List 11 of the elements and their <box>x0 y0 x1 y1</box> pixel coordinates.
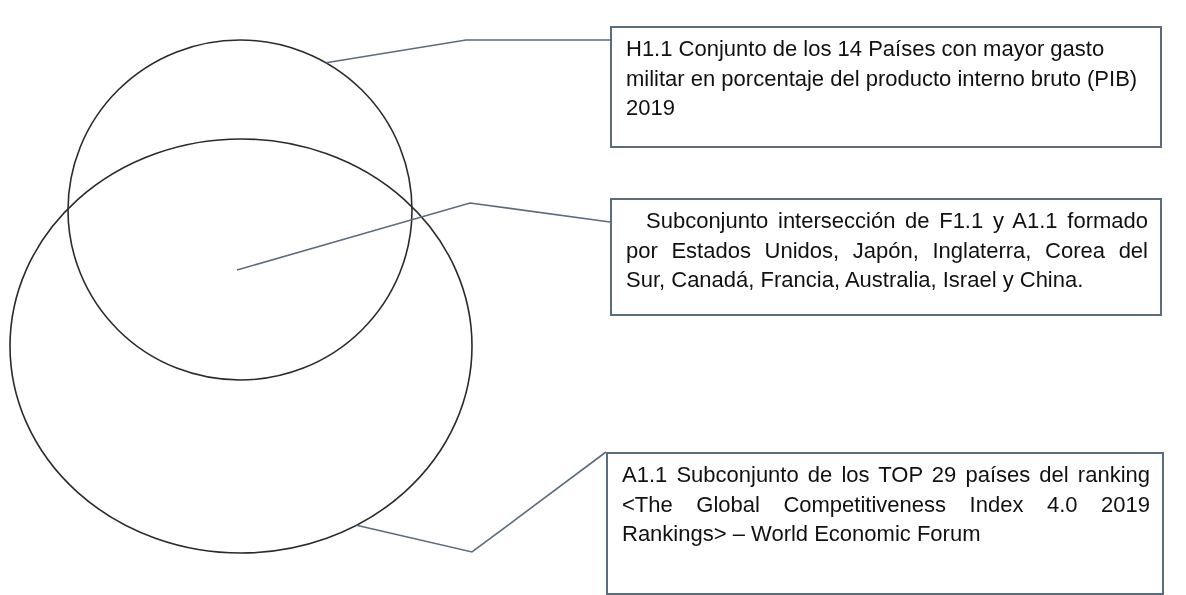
text-box <box>610 26 1162 148</box>
text-box <box>610 198 1162 316</box>
text-box <box>606 452 1164 595</box>
leader-line <box>236 202 611 271</box>
set-circle <box>9 138 473 554</box>
set-circle <box>67 39 413 381</box>
leader-line <box>355 451 607 553</box>
description-text: H1.1 Conjunto de los 14 Países con mayor gasto militar en porcentaje del producto interno bruto (PIB) 2019 <box>626 35 1139 122</box>
description-text: Subconjunto intersección de F1.1 y A1.1 formado por Estados Unidos, Japón, Inglaterra, Corea del Sur, Canadá, Francia, Australia, Israel y China. <box>626 207 1148 294</box>
leader-line <box>325 39 611 64</box>
description-text: A1.1 Subconjunto de los TOP 29 países del ranking <The Global Competitiveness Index 4.0 2019 Rankings> – World Economic Forum <box>622 461 1150 548</box>
